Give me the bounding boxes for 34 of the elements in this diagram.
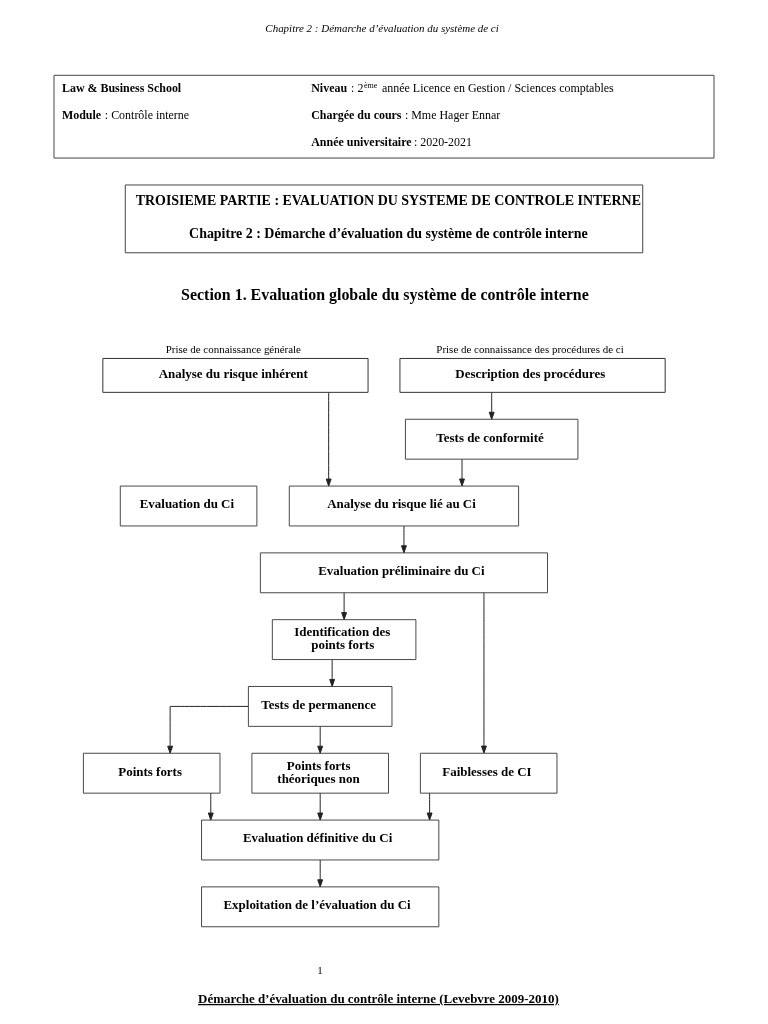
node-box: Evaluation préliminaire du Ci	[259, 552, 548, 594]
node-box: Analyse du risque inhérent	[102, 357, 369, 393]
caption: Démarche d’évaluation du contrôle interne (Levebvre 2009-2010)	[198, 990, 559, 1006]
arrow	[167, 705, 249, 754]
node-label: Prise de connaissance générale	[165, 343, 301, 356]
arrow	[401, 525, 407, 554]
node-box: Exploitation de l’évaluation du Ci	[201, 886, 440, 928]
arrow	[329, 659, 336, 687]
arrow	[325, 392, 332, 487]
node-box: Analyse du risque lié au Ci	[288, 485, 520, 527]
node-box: Tests de conformité	[405, 418, 579, 460]
node-box: Evaluation du Ci	[119, 485, 258, 527]
arrow	[488, 392, 495, 420]
arrow	[317, 859, 324, 888]
node-label: Prise de connaissance des procédures de ci	[436, 343, 624, 356]
node-box: Identification des points forts	[271, 619, 417, 660]
arrow	[459, 458, 465, 487]
node-box: Points forts	[82, 752, 221, 794]
arrow	[341, 592, 348, 621]
arrow	[317, 725, 324, 754]
node-box: Law & Business School Niveau : 2$^{ème}$ année Licence en Gestion / Sciences comptables Module : Contrôle interne Chargée du cours : Mme Hager Ennar Année universitaire : 2020-2021	[53, 74, 715, 159]
arrow	[207, 792, 214, 821]
label: 1	[317, 964, 323, 977]
node-box: TROISIEME PARTIE : EVALUATION DU SYSTEME DE CONTROLE INTERNE Chapitre 2 : Démarche d’évaluation du système de contrôle interne	[124, 184, 644, 254]
arrow	[317, 792, 324, 821]
node-box: Points forts théoriques non	[251, 752, 389, 794]
node-box: Faiblesses de CI	[419, 752, 558, 794]
arrow	[481, 592, 487, 754]
arrow	[426, 792, 433, 821]
node-box: Evaluation définitive du Ci	[201, 819, 440, 861]
node-box: Tests de permanence	[247, 686, 393, 727]
diagram-title: Section 1. Evaluation globale du système de contrôle interne	[181, 286, 589, 304]
label: Chapitre 2 : Démarche d’évaluation du système de ci	[265, 22, 499, 35]
node-box: Description des procédures	[399, 357, 666, 393]
